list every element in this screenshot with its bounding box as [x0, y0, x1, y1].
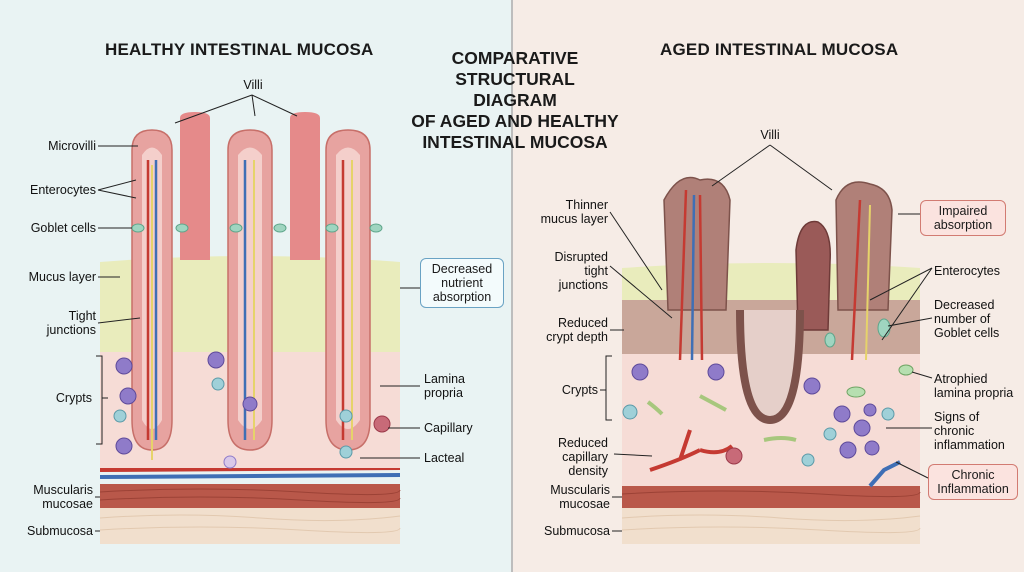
- aged-leader-lines: [600, 144, 933, 532]
- label-reduced-capillary: Reduced capillary density: [557, 436, 608, 478]
- label-thinner-mucus: Thinner mucus layer: [540, 198, 608, 226]
- main-title: COMPARATIVE STRUCTURAL DIAGRAM OF AGED A…: [411, 48, 619, 152]
- aged-tissue: [600, 144, 933, 544]
- label-capillary: Capillary: [424, 421, 473, 435]
- label-submucosa-aged: Submucosa: [543, 524, 610, 538]
- aged-muscularis-layer: [622, 486, 920, 508]
- healthy-goblet-cells: [131, 223, 383, 233]
- callout-decreased-absorption: Decreased nutrient absorption: [420, 258, 504, 308]
- label-submucosa-healthy: Submucosa: [26, 524, 93, 538]
- healthy-villus-3: [325, 129, 371, 451]
- label-atrophied-lamina: Atrophied lamina propria: [934, 372, 1014, 400]
- aged-inflammatory-cells: [622, 363, 914, 467]
- aged-submucosa-layer: [622, 508, 920, 544]
- label-crypts-healthy: Crypts: [55, 391, 92, 405]
- healthy-lamina-cells: [113, 351, 391, 469]
- label-microvilli: Microvilli: [48, 139, 96, 153]
- aged-stunted-villus: [795, 220, 831, 331]
- label-reduced-crypt: Reduced crypt depth: [546, 316, 608, 344]
- healthy-leader-lines: [95, 94, 420, 532]
- label-enterocytes-aged: Enterocytes: [934, 264, 1001, 278]
- healthy-submucosa-layer: [100, 508, 400, 544]
- label-villi-healthy: Villi: [243, 78, 263, 92]
- label-mucus-layer: Mucus layer: [28, 270, 96, 284]
- label-tight-junctions: Tight junctions: [46, 309, 96, 337]
- aged-villus-1: [663, 176, 731, 311]
- callout-chronic-inflammation: Chronic Inflammation: [928, 464, 1018, 500]
- label-enterocytes-healthy: Enterocytes: [29, 183, 96, 197]
- label-muscularis-aged: Muscularis mucosae: [550, 483, 610, 511]
- label-goblet-cells: Goblet cells: [30, 221, 96, 235]
- label-lamina-propria: Lamina propria: [424, 372, 465, 400]
- label-crypts-aged: Crypts: [561, 383, 598, 397]
- aged-shallow-crypt: [736, 309, 804, 425]
- aged-reduced-capillary: [649, 429, 734, 472]
- panel-divider: [511, 0, 513, 572]
- healthy-villus-1: [131, 129, 173, 460]
- healthy-villus-tip-2: [290, 112, 320, 260]
- label-disrupted-junctions: Disrupted tight junctions: [554, 250, 609, 292]
- healthy-villus-tip-1: [180, 112, 210, 260]
- callout-impaired-absorption: Impaired absorption: [920, 200, 1006, 236]
- healthy-title: HEALTHY INTESTINAL MUCOSA: [105, 40, 374, 59]
- label-signs-inflammation: Signs of chronic inflammation: [934, 410, 1005, 452]
- label-villi-aged: Villi: [760, 128, 780, 142]
- healthy-tissue: [95, 94, 420, 544]
- aged-title: AGED INTESTINAL MUCOSA: [660, 40, 899, 59]
- label-muscularis-healthy: Muscularis mucosae: [33, 483, 93, 511]
- label-lacteal: Lacteal: [424, 451, 465, 465]
- healthy-villus-2: [227, 129, 273, 451]
- healthy-muscularis-layer: [100, 484, 400, 508]
- label-decreased-goblet: Decreased number of Goblet cells: [934, 298, 1000, 340]
- aged-villus-2: [835, 181, 893, 311]
